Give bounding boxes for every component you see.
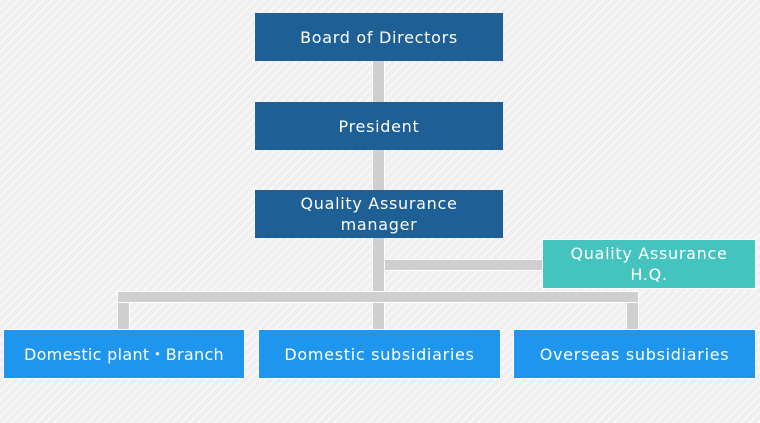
overseas-subsidiaries-box: Overseas subsidiaries <box>513 329 756 379</box>
domestic-subsidiaries-box: Domestic subsidiaries <box>258 329 501 379</box>
president-box: President <box>255 102 503 150</box>
domestic-subsidiaries-label: Domestic subsidiaries <box>284 344 475 364</box>
connector-horizontal-bus <box>117 291 639 303</box>
president-label: President <box>338 116 420 136</box>
overseas-subsidiaries-label: Overseas subsidiaries <box>539 344 730 364</box>
domestic-plant-branch-box: Domestic plant・Branch <box>3 329 245 379</box>
board-of-directors-label: Board of Directors <box>300 27 458 47</box>
connector-qa-hq-branch <box>384 259 544 271</box>
connector-president-qa-manager <box>372 149 385 191</box>
domestic-plant-branch-label: Domestic plant・Branch <box>23 344 225 364</box>
board-of-directors-box: Board of Directors <box>255 13 503 61</box>
qa-hq-box: Quality Assurance H.Q. <box>542 239 756 289</box>
qa-manager-label-line2: manager <box>340 215 418 234</box>
qa-manager-label-line1: Quality Assurance <box>300 194 458 213</box>
connector-qa-manager-trunk <box>372 237 385 330</box>
connector-drop-domestic-plant <box>117 302 130 330</box>
connector-board-president <box>372 60 385 103</box>
connector-drop-overseas <box>626 302 639 330</box>
qa-hq-label-line2: H.Q. <box>630 265 668 284</box>
qa-manager-box: Quality Assurance manager <box>255 190 503 238</box>
qa-hq-label-line1: Quality Assurance <box>570 244 728 263</box>
